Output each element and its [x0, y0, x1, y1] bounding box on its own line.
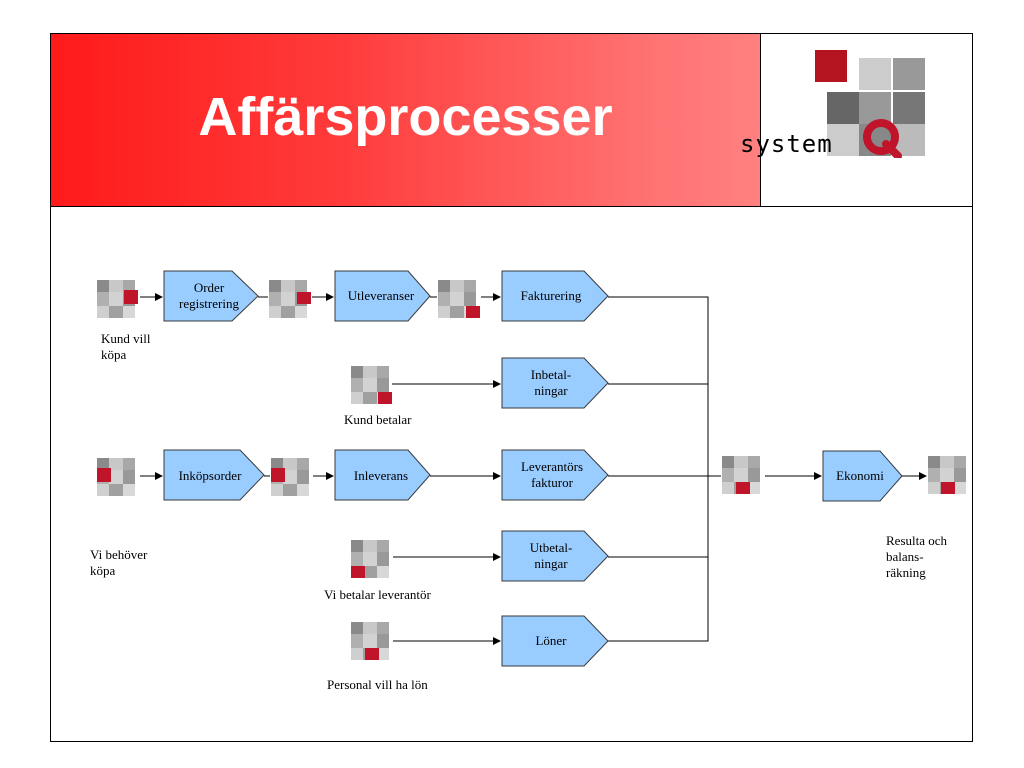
title-band: Affärsprocesser — [51, 34, 761, 207]
process-inbet-shape — [501, 357, 609, 409]
event-label-resultat: Resulta och balans- räkning — [886, 533, 948, 580]
logo-text: system — [740, 130, 833, 158]
event-icon-after-order — [269, 280, 311, 318]
line-fakt-bus — [608, 296, 709, 642]
process-levfakt-label: Leverantörs fakturor — [520, 459, 584, 490]
process-fakt-shape — [501, 270, 609, 322]
process-ekonomi-shape — [822, 450, 903, 502]
event-label-kund-vill: Kund vill köpa — [101, 331, 151, 362]
process-inlev-shape — [334, 449, 431, 501]
process-ekonomi-label: Ekonomi — [836, 468, 884, 483]
event-icon-personal — [351, 622, 389, 660]
event-label-kund-betalar: Kund betalar — [344, 412, 412, 427]
event-icon-vi-behover — [97, 458, 135, 496]
event-icon-after-utlev — [438, 280, 480, 318]
process-levfakt-shape — [501, 449, 609, 501]
process-loner-shape — [501, 615, 609, 667]
process-inlev-label: Inleverans — [353, 468, 409, 483]
event-icon-vi-betalar — [351, 540, 389, 578]
event-label-vi-behover: Vi behöver köpa — [90, 547, 148, 578]
logo-box — [761, 34, 972, 207]
process-utbet-shape — [501, 530, 609, 582]
process-order-label: Order registrering — [179, 280, 239, 311]
event-label-personal: Personal vill ha lön — [327, 677, 428, 692]
page-title: Affärsprocesser — [198, 87, 613, 147]
event-icon-kund-betalar — [351, 366, 392, 404]
process-loner-label: Löner — [535, 633, 567, 648]
process-inbet-label: Inbetal- ningar — [530, 367, 572, 398]
systemq-logo-icon — [815, 50, 925, 156]
process-order-shape — [163, 270, 259, 322]
process-utbet-label: Utbetal- ningar — [529, 540, 573, 571]
event-icon-merge — [722, 456, 760, 494]
logo-q-icon — [863, 119, 902, 158]
process-inkop-shape — [163, 449, 265, 501]
process-utlev-shape — [334, 270, 431, 322]
event-icon-kund-vill — [97, 280, 138, 318]
process-fakt-label: Fakturering — [520, 288, 582, 303]
event-icon-resultat — [928, 456, 966, 494]
process-utlev-label: Utleveranser — [347, 288, 415, 303]
process-inkop-label: Inköpsorder — [178, 468, 242, 483]
event-icon-after-inkop — [271, 458, 309, 496]
event-label-vi-betalar: Vi betalar leverantör — [324, 587, 431, 602]
